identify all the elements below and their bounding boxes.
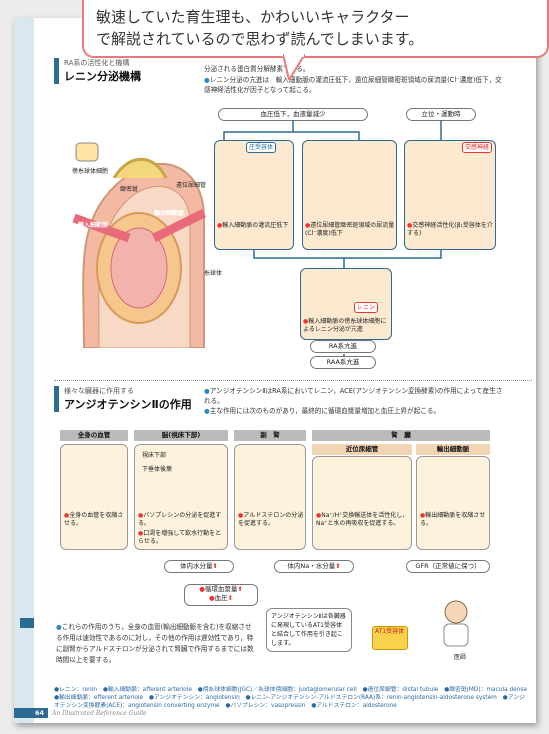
result-sodium: 体内Na・水分量⬆	[274, 560, 354, 573]
panel-efferent	[416, 456, 490, 550]
bullet-renin-2: ●レニン分泌の亢進は 輸入細動脈の灌流圧低下，遠位尿細管緻密斑領域の尿流量(Cl…	[204, 75, 504, 95]
callout-line-2: で解説されているので思わず読んでしまいます。	[96, 28, 537, 50]
review-callout: 敏速していた育生理も、かわいいキャラクター で解説されているので思わず読んでしま…	[82, 0, 549, 58]
caption-vasopressin: ●バソプレシンの分泌を促進する。	[138, 512, 226, 528]
caption-aldosterone: ●アルドステロンの分泌を促進する。	[238, 512, 304, 528]
label-macula-densa: 緻密斑	[120, 184, 138, 193]
sidebar-mark	[20, 618, 34, 628]
section-sub: 様々な臓器に作用する	[64, 386, 204, 396]
section-title: レニン分泌機構	[64, 68, 214, 84]
result-water: 体内水分量⬆	[164, 560, 234, 573]
panel-proximal	[312, 456, 412, 550]
bullet-renin-1: 分泌される蛋白質分解酵素である。	[204, 64, 494, 74]
doctor-label: 医師	[454, 652, 466, 661]
tag-baroreceptor: 圧受容体	[246, 142, 276, 153]
tag-sympathetic: 交感神経	[462, 142, 492, 153]
col-head-efferent: 輸出細動脈	[416, 444, 490, 455]
result-gfr: GFR（正常値に保つ）	[406, 560, 490, 573]
label-afferent: 輸入細動脈	[78, 220, 108, 229]
panel-pressure	[214, 140, 294, 250]
section-sub: RA系の活性化と機構	[64, 58, 214, 68]
callout-tail	[283, 54, 305, 80]
caption-macula: ●遠位尿細管緻密斑領域の尿流量(Cl⁻濃度)低下	[305, 222, 395, 238]
col-head-brain: 脳(視床下部)	[134, 430, 228, 441]
col-head-vessels: 全身の血管	[60, 430, 128, 441]
caption-thirst: ●口渇を増強して飲水行動をとらせる。	[138, 530, 226, 546]
caption-proximal: ●Na⁺/H⁺交換輸送体を活性化し，Na⁺と水の再吸収を促進する。	[316, 512, 410, 528]
label-pituitary: 下垂体後葉	[142, 464, 172, 473]
caption-sympathetic: ●交感神経活性化(β₁受容体を介する)	[407, 222, 495, 238]
section-title: アンジオテンシンⅡの作用	[64, 396, 204, 412]
caption-renin: ●輸入細動脈の傍糸球体細胞によるレニン分泌が亢進	[303, 318, 391, 334]
ra-system: RA系亢進	[310, 340, 376, 353]
col-head-proximal: 近位尿細管	[312, 444, 412, 455]
section-heading-renin: RA系の活性化と機構 レニン分泌機構	[54, 58, 214, 84]
tag-renin: レニン	[354, 302, 378, 313]
caption-vessels: ●全身の血管を収縮させる。	[64, 512, 126, 528]
result-final: ●循環血漿量⬆ ●血圧⬆	[184, 584, 258, 606]
note-at1: アンジオテンシンⅡは各臓器に発現しているAT1受容体と結合して作用を引き起こしま…	[266, 608, 352, 652]
glossary-footer: ●レニン：renin ●輸入細動脈：afferent arteriole ●傍糸…	[54, 686, 529, 710]
bullet-angiotensin-1: ●アンジオテンシンⅡはRA系においてレニン，ACE(アンジオテンシン変換酵素)の…	[204, 386, 504, 406]
panel-vessels	[60, 444, 128, 550]
page-sidebar	[14, 18, 34, 723]
label-efferent: 輸出細動脈	[154, 208, 184, 217]
page-number: 64	[14, 708, 48, 718]
col-head-kidney: 腎 臓	[312, 430, 490, 441]
caption-pressure: ●輸入細動脈の灌流圧低下	[217, 222, 293, 230]
nephron-illustration	[54, 118, 214, 348]
section-divider	[54, 380, 532, 381]
bottom-paragraph: ●これらの作用のうち，全身の血管(輸出細動脈を含む)を収縮させる作用は速効性であ…	[56, 622, 256, 666]
label-distal-tubule: 遠位尿細管	[176, 180, 206, 189]
callout-line-1: 敏速していた育生理も、かわいいキャラクター	[96, 6, 537, 28]
label-jg-cell: 傍糸球体細胞	[72, 166, 108, 175]
doctor-icon	[438, 596, 474, 650]
label-hypothalamus: 視床下部	[142, 450, 166, 459]
book-page: RA系の活性化と機構 レニン分泌機構 分泌される蛋白質分解酵素である。 ●レニン…	[14, 18, 536, 723]
caption-efferent: ●輸出細動脈を収縮させる。	[420, 512, 488, 528]
raa-system: RAA系亢進	[310, 356, 376, 369]
col-head-adrenal: 副 腎	[234, 430, 306, 441]
guide-title: An Illustrated Reference Guide	[52, 710, 147, 717]
bullet-angiotensin-2: ●主な作用には次のものがあり，最終的に循環血漿量増加と血圧上昇が起こる。	[204, 406, 504, 416]
at1-receptor-label: AT1受容体	[372, 626, 408, 650]
section-heading-angiotensin: 様々な臓器に作用する アンジオテンシンⅡの作用	[54, 386, 204, 412]
panel-adrenal	[234, 444, 306, 550]
